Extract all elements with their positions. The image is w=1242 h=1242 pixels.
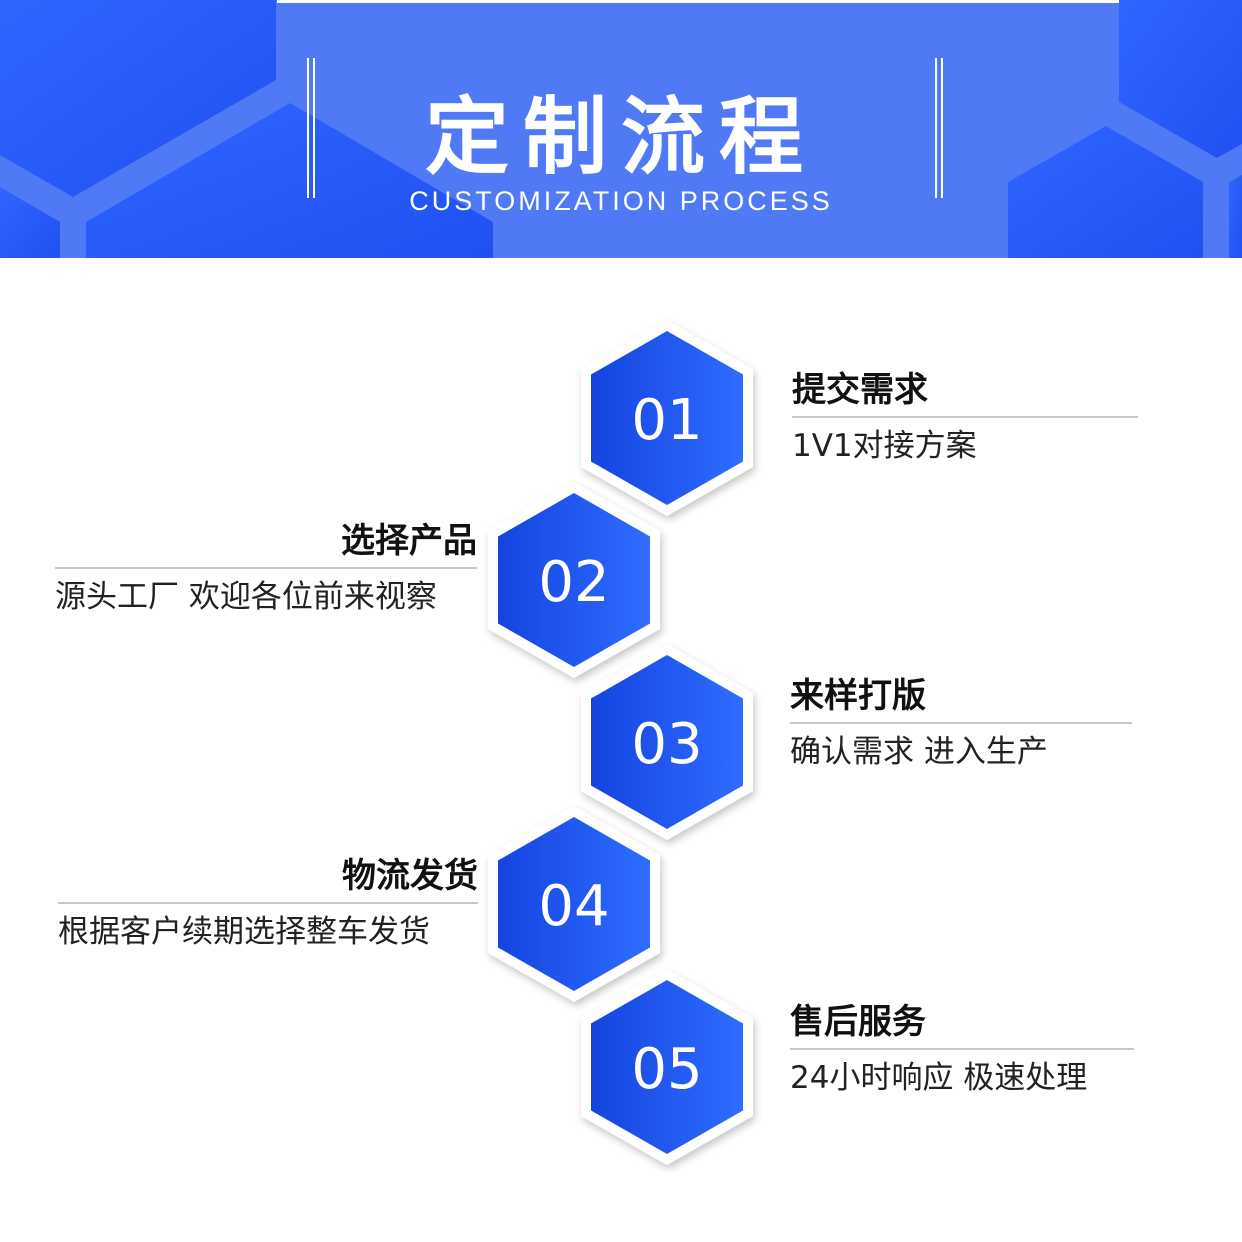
step-title: 售后服务 — [790, 1002, 926, 1042]
step-title: 选择产品 — [341, 521, 477, 561]
left-divider — [307, 58, 315, 198]
step-03-text: 来样打版 确认需求 进入生产 — [790, 676, 1132, 772]
step-desc: 源头工厂 欢迎各位前来视察 — [55, 579, 437, 615]
step-desc: 确认需求 进入生产 — [790, 734, 1048, 770]
step-desc: 1V1对接方案 — [792, 428, 977, 464]
step-number: 05 — [631, 1037, 702, 1102]
right-divider — [935, 58, 943, 198]
step-number: 02 — [538, 550, 609, 615]
step-number: 01 — [631, 388, 702, 453]
step-02-text: 选择产品 源头工厂 欢迎各位前来视察 — [55, 521, 477, 617]
hexagon-inner — [498, 493, 650, 667]
header-banner: 定制流程 CUSTOMIZATION PROCESS — [0, 0, 1242, 258]
step-desc: 根据客户续期选择整车发货 — [58, 914, 430, 950]
divider — [790, 1048, 1134, 1050]
step-01-hexagon: 01 — [581, 320, 753, 516]
step-01-text: 提交需求 1V1对接方案 — [792, 370, 1138, 466]
step-title: 物流发货 — [342, 856, 478, 896]
step-title: 来样打版 — [790, 676, 926, 716]
step-04-hexagon: 04 — [488, 806, 660, 1002]
step-04-text: 物流发货 根据客户续期选择整车发货 — [58, 856, 478, 952]
hexagon-inner — [591, 980, 743, 1154]
hexagon-inner — [591, 655, 743, 829]
page-title: 定制流程 — [424, 87, 817, 186]
divider — [790, 722, 1132, 724]
hexagon-inner — [498, 817, 650, 991]
step-05-text: 售后服务 24小时响应 极速处理 — [790, 1002, 1134, 1098]
step-02-hexagon: 02 — [488, 482, 660, 678]
step-title: 提交需求 — [792, 370, 928, 410]
divider — [792, 416, 1138, 418]
step-desc: 24小时响应 极速处理 — [790, 1060, 1088, 1096]
step-05-hexagon: 05 — [581, 969, 753, 1165]
header-background — [0, 0, 1242, 258]
step-03-hexagon: 03 — [581, 644, 753, 840]
divider — [58, 902, 478, 904]
divider — [55, 567, 477, 569]
step-number: 03 — [631, 712, 702, 777]
step-number: 04 — [538, 874, 609, 939]
hexagon-inner — [591, 331, 743, 505]
page-subtitle: CUSTOMIZATION PROCESS — [409, 186, 833, 216]
